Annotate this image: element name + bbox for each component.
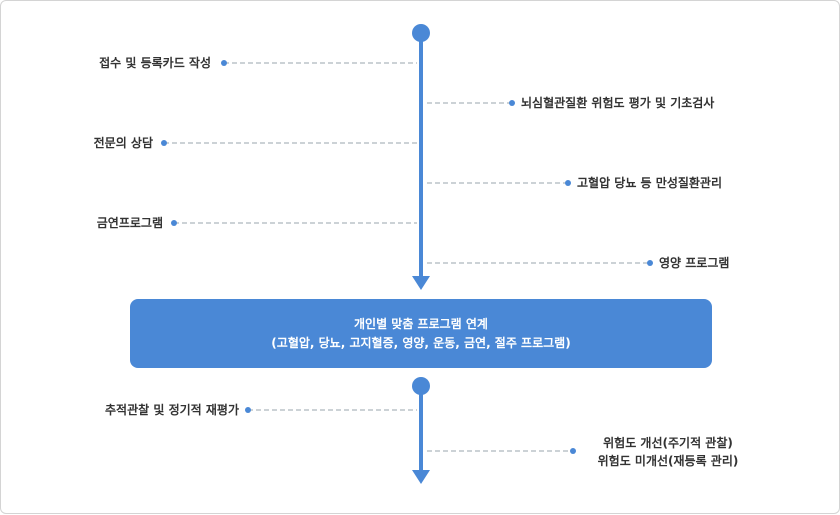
step-followup-label: 추적관찰 및 정기적 재평가 xyxy=(105,403,239,417)
top-flow-start-dot xyxy=(412,24,430,42)
step-registration-label: 접수 및 등록카드 작성 xyxy=(99,56,211,70)
personalized-program-detail: (고혈압, 당뇨, 고지혈증, 영양, 운동, 금연, 절주 프로그램) xyxy=(271,335,571,350)
outcome-improved-label: 위험도 개선(주기적 관찰) xyxy=(603,436,733,450)
step-nutrition-program-label: 영양 프로그램 xyxy=(659,256,730,270)
nutrition-bullet xyxy=(647,260,653,266)
top-flow-arrow xyxy=(412,276,430,290)
step-specialist-consult-label: 전문의 상담 xyxy=(93,136,153,150)
outcome-not-improved-label: 위험도 미개선(재등록 관리) xyxy=(597,454,739,468)
smoking-cessation-bullet xyxy=(171,220,177,226)
followup-bullet xyxy=(245,407,251,413)
personalized-program-box: 개인별 맞춤 프로그램 연계 (고혈압, 당뇨, 고지혈증, 영양, 운동, 금… xyxy=(130,299,712,368)
registration-bullet xyxy=(221,60,227,66)
cardio-risk-bullet xyxy=(509,100,515,106)
specialist-consult-bullet xyxy=(161,140,167,146)
step-smoking-cessation-label: 금연프로그램 xyxy=(96,216,163,230)
step-cardio-risk-assessment-label: 뇌심혈관질환 위험도 평가 및 기초검사 xyxy=(521,96,715,110)
outcome-bullet xyxy=(570,448,576,454)
chronic-disease-bullet xyxy=(565,180,571,186)
step-chronic-disease-label: 고혈압 당뇨 등 만성질환관리 xyxy=(577,176,723,190)
bottom-flow-start-dot xyxy=(412,377,430,395)
personalized-program-title: 개인별 맞춤 프로그램 연계 xyxy=(354,316,488,331)
bottom-flow-arrow xyxy=(412,470,430,484)
